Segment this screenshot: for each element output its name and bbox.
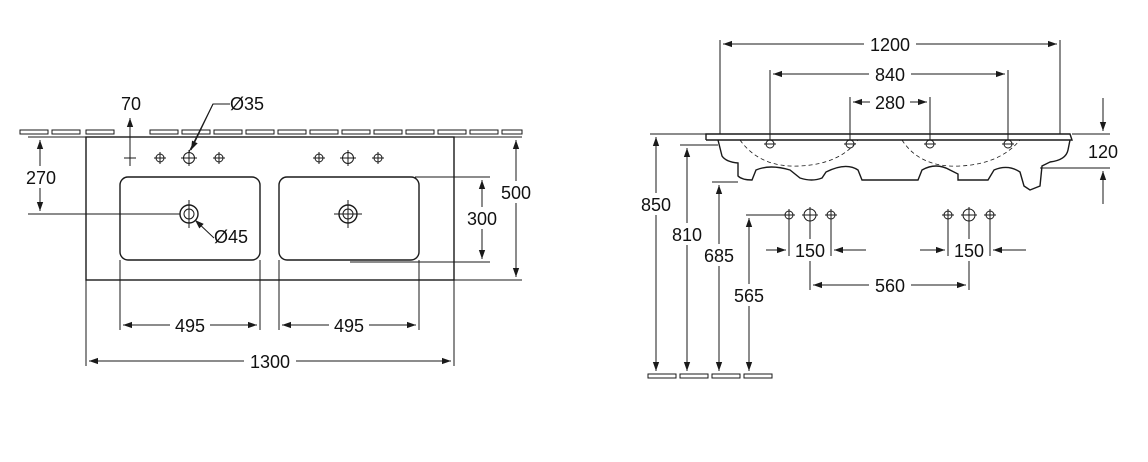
dim-560: 560 [875, 276, 905, 296]
vanity-top-outline [85, 136, 455, 281]
waste-left [179, 200, 199, 228]
slab-tap-holes [764, 139, 1014, 149]
dim-500: 500 [501, 183, 531, 203]
dim-dia-45: Ø45 [214, 227, 248, 247]
tap-holes-left [124, 150, 225, 166]
wall-line [19, 129, 523, 135]
dim-150-right: 150 [954, 241, 984, 261]
dim-300: 300 [467, 209, 497, 229]
dim-dia-35: Ø35 [230, 94, 264, 114]
dim-1300: 1300 [250, 352, 290, 372]
dim-495-right: 495 [334, 316, 364, 336]
dim-270: 270 [26, 168, 56, 188]
side-view: 1200 840 280 120 850 [636, 33, 1124, 379]
wall-taps-right [942, 207, 996, 290]
top-view: 270 70 Ø35 Ø45 300 500 495 495 [19, 94, 536, 372]
basin-right [278, 176, 420, 261]
vanity-slab [705, 133, 1073, 141]
dim-120: 120 [1088, 142, 1118, 162]
dim-685: 685 [704, 246, 734, 266]
dim-1200: 1200 [870, 35, 910, 55]
dim-280: 280 [875, 93, 905, 113]
dim-840: 840 [875, 65, 905, 85]
dim-810: 810 [672, 225, 702, 245]
dim-850: 850 [641, 195, 671, 215]
dim-150-left: 150 [795, 241, 825, 261]
dim-70: 70 [121, 94, 141, 114]
waste-right [334, 200, 362, 228]
tap-holes-right [313, 150, 384, 166]
dim-565: 565 [734, 286, 764, 306]
basin-profile [717, 139, 1071, 191]
floor-line [647, 373, 773, 379]
dim-495-left: 495 [175, 316, 205, 336]
basin-left [119, 176, 261, 261]
